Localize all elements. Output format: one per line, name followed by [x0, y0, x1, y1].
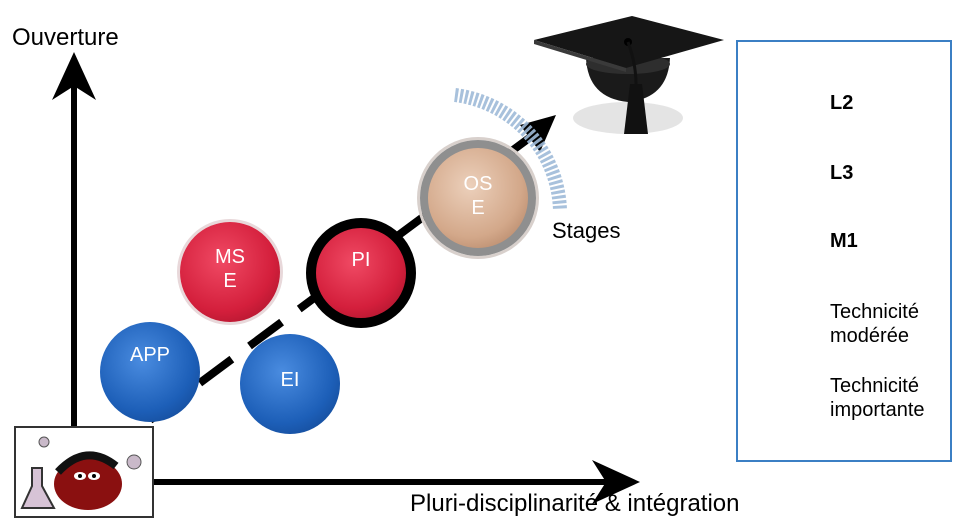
node-app-label: APP [129, 344, 171, 366]
node-os: OS E [420, 140, 536, 256]
node-os-label-1: OS [463, 173, 493, 195]
legend-label-l3: L3 [830, 162, 854, 184]
node-ei: EI [240, 334, 340, 434]
legend [736, 40, 952, 462]
node-pi-label: PI [351, 249, 371, 271]
y-axis-label: Ouverture [12, 24, 119, 51]
graduation-cap-icon [534, 16, 724, 134]
node-ms: MS E [180, 222, 280, 322]
node-ms-label-1: MS [215, 246, 245, 268]
node-app: APP [100, 322, 200, 422]
stages-arc [454, 88, 567, 211]
legend-thick-line2: importante [830, 399, 925, 421]
stages-label: Stages [552, 218, 621, 243]
node-ms-label-2: E [223, 270, 237, 292]
x-axis-label: Pluri-disciplinarité & intégration [410, 490, 740, 517]
legend-thin-line1: Technicité [830, 301, 919, 323]
x-axis [150, 460, 640, 504]
y-axis [52, 52, 96, 430]
legend-thin-line2: modérée [830, 325, 909, 347]
legend-thick-label: Technicité importante [830, 374, 925, 422]
node-ei-label: EI [280, 369, 300, 391]
legend-label-m1: M1 [830, 230, 858, 252]
node-pi: PI [306, 218, 416, 328]
legend-thick-line1: Technicité [830, 375, 919, 397]
mascot-lab-icon [14, 426, 154, 518]
legend-thin-label: Technicité modérée [830, 300, 919, 348]
legend-label-l2: L2 [830, 92, 854, 114]
node-os-label-2: E [471, 197, 485, 219]
